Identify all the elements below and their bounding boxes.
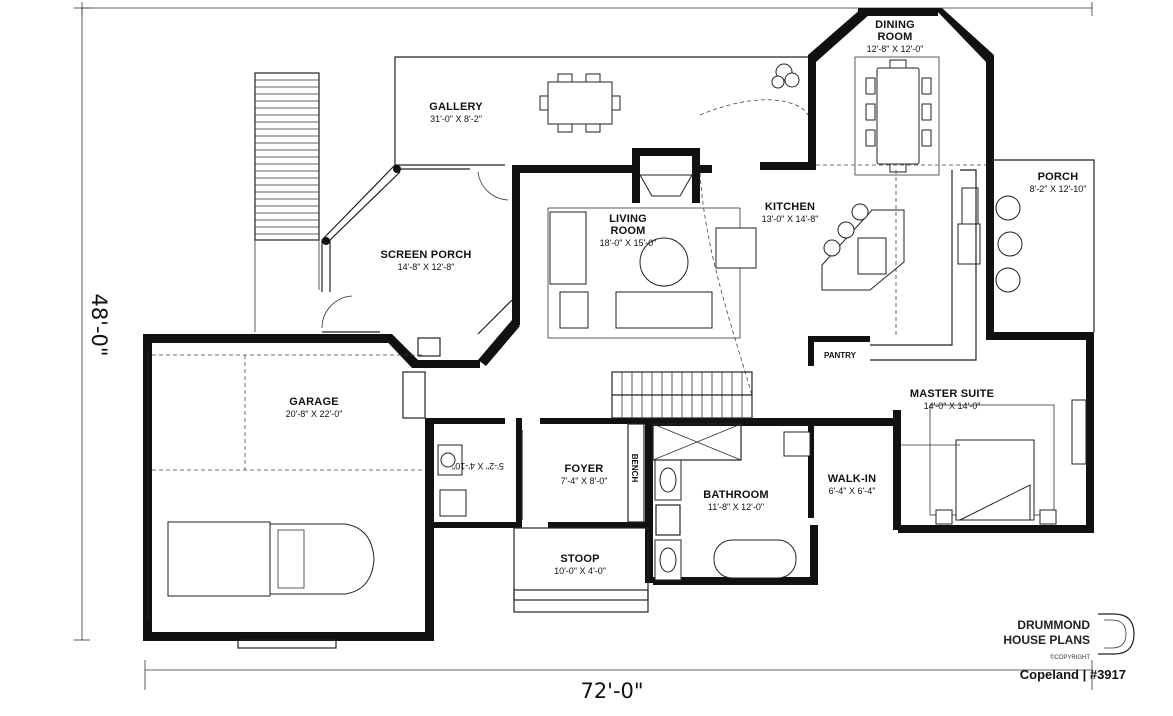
foyer-name: FOYER: [565, 463, 604, 475]
living-name-line2: ROOM: [610, 225, 645, 237]
master-dims: 14'-0" X 14'-0": [924, 401, 981, 411]
pantry-label: PANTRY: [824, 351, 857, 360]
brand-line2: HOUSE PLANS: [1003, 633, 1090, 647]
master-name: MASTER SUITE: [910, 388, 994, 400]
dining-chair: [865, 77, 876, 95]
dining-name-line1: DINING: [875, 19, 915, 31]
bathroom-dims: 11'-8" X 12'-0": [708, 502, 764, 512]
drummond-logo: [1098, 613, 1135, 655]
gallery-chair: [585, 123, 601, 133]
porch-label: PORCH 8'-2" X 12'-10": [1030, 171, 1087, 194]
walkin-dims: 6'-4" X 6'-4": [829, 486, 876, 496]
kitchen-dims: 13'-0" X 14'-8": [762, 214, 819, 224]
exterior-stair: [254, 72, 320, 332]
screen-porch-dims: 14'-8" X 12'-8": [398, 262, 455, 272]
plan-id: Copeland | #3917: [1020, 667, 1126, 682]
living-room-label: LIVING ROOM 18'-0" X 15'-0": [600, 213, 657, 248]
overall-width-label: 72'-0": [580, 679, 643, 703]
garage-dims: 20'-8" X 22'-0": [286, 409, 343, 419]
porch-name: PORCH: [1038, 171, 1079, 183]
stoop-name: STOOP: [560, 553, 599, 565]
dining-chair: [865, 129, 876, 147]
gallery-chair: [539, 95, 549, 111]
garage-name: GARAGE: [289, 396, 338, 408]
porch-structure: [957, 159, 1095, 332]
dining-furniture: [699, 56, 940, 176]
garage-detail: [147, 350, 426, 649]
kitchen-name: KITCHEN: [765, 201, 815, 213]
screen-porch-name: SCREEN PORCH: [380, 249, 471, 261]
living-dims: 18'-0" X 15'-0": [600, 238, 657, 248]
walkin-name: WALK-IN: [828, 473, 876, 485]
dining-chair: [889, 59, 907, 69]
powder-dims: 5'-2" X 4'-10": [452, 461, 504, 471]
living-name-line1: LIVING: [609, 213, 647, 225]
gallery-deck: [394, 56, 808, 166]
gallery-chair: [557, 123, 573, 133]
master-furniture: [901, 399, 1087, 525]
dining-room-label: DINING ROOM 12'-8" X 12'-0": [867, 19, 924, 54]
dining-chair: [921, 129, 932, 147]
screen-porch-walls: [321, 164, 513, 357]
porch-dims: 8'-2" X 12'-10": [1030, 184, 1087, 194]
stoop-dims: 10'-0" X 4'-0": [554, 566, 606, 576]
gallery-dims: 31'-0" X 8'-2": [430, 114, 482, 124]
master-suite-label: MASTER SUITE 14'-0" X 14'-0": [910, 388, 994, 411]
gallery-name: GALLERY: [429, 101, 483, 113]
overall-depth-label: 48'-0": [87, 293, 111, 356]
dining-name-line2: ROOM: [877, 31, 912, 43]
dining-dims: 12'-8" X 12'-0": [867, 44, 924, 54]
walk-in-label: WALK-IN 6'-4" X 6'-4": [828, 473, 876, 496]
foyer-label: FOYER 7'-4" X 8'-0": [561, 463, 608, 486]
bathroom-label: BATHROOM 11'-8" X 12'-0": [703, 489, 769, 512]
dining-chair: [921, 103, 932, 121]
powder-foyer: [437, 423, 649, 613]
garage-label: GARAGE 20'-8" X 22'-0": [286, 396, 343, 419]
stoop-label: STOOP 10'-0" X 4'-0": [554, 553, 606, 576]
screen-porch-label: SCREEN PORCH 14'-8" X 12'-8": [380, 249, 471, 272]
foyer-dims: 7'-4" X 8'-0": [561, 476, 608, 486]
interior-stair: [611, 371, 753, 419]
walls: [143, 8, 1094, 641]
pickup-truck: [167, 521, 375, 597]
gallery-label: GALLERY 31'-0" X 8'-2": [429, 101, 483, 124]
brand-copyright: ©COPYRIGHT: [1050, 654, 1090, 661]
dining-chair: [921, 77, 932, 95]
kitchen-label: KITCHEN 13'-0" X 14'-8": [762, 201, 819, 224]
brand-line1: DRUMMOND: [1017, 618, 1090, 632]
bathroom-fixtures: [652, 423, 811, 581]
kitchen-fixtures: [816, 164, 986, 361]
living-furniture: [547, 172, 757, 396]
gallery-table: [539, 63, 800, 133]
bench-label: BENCH: [630, 454, 639, 483]
gallery-chair: [557, 73, 573, 83]
gallery-chair: [585, 73, 601, 83]
dining-chair: [865, 103, 876, 121]
gallery-chair: [611, 95, 621, 111]
bathroom-name: BATHROOM: [703, 489, 769, 501]
dining-chair: [889, 163, 907, 173]
